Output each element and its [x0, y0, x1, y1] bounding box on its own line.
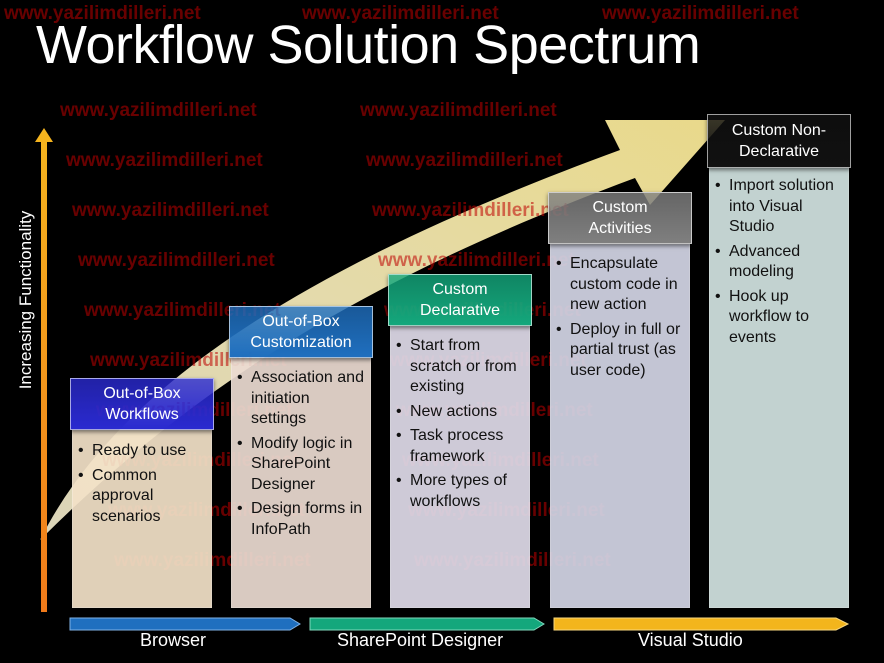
vertical-axis-arrow — [35, 128, 53, 612]
column-body — [709, 166, 849, 608]
column-title: Custom Activities — [588, 199, 652, 237]
bullet-list: Ready to use Common approval scenarios — [78, 441, 204, 531]
bullet-item: New actions — [396, 402, 524, 423]
bullet-list: Encapsulate custom code in new action De… — [556, 254, 684, 385]
bullet-item: Common approval scenarios — [78, 466, 204, 528]
bullet-item: Hook up workflow to events — [715, 287, 843, 349]
bullet-item: Design forms in InfoPath — [237, 499, 365, 540]
bullet-item: Task process framework — [396, 426, 524, 467]
column-header: Custom Declarative — [388, 274, 532, 326]
slide-title: Workflow Solution Spectrum — [36, 15, 701, 75]
bullet-list: Association and initiation settings Modi… — [237, 368, 365, 544]
column-title: Out-of-Box Customization — [250, 313, 352, 351]
visual-studio-arrow — [553, 617, 850, 631]
column-custom-non-declarative: Custom Non- Declarative Import solution … — [707, 114, 851, 608]
column-title: Custom Non- Declarative — [731, 122, 827, 160]
column-custom-activities: Custom Activities Encapsulate custom cod… — [548, 192, 692, 608]
column-header: Out-of-Box Customization — [229, 306, 373, 358]
column-header: Custom Non- Declarative — [707, 114, 851, 168]
bullet-list: Start from scratch or from existing New … — [396, 336, 524, 516]
tool-pipeline — [69, 617, 850, 631]
bullet-item: Deploy in full or partial trust (as user… — [556, 320, 684, 382]
tool-label-visual-studio: Visual Studio — [638, 630, 743, 650]
column-header: Custom Activities — [548, 192, 692, 244]
column-out-of-box-workflows: Out-of-Box Workflows Ready to use Common… — [70, 378, 214, 608]
bullet-item: Encapsulate custom code in new action — [556, 254, 684, 316]
tool-label-browser: Browser — [140, 630, 207, 650]
bullet-item: Start from scratch or from existing — [396, 336, 524, 398]
bullet-item: Ready to use — [78, 441, 204, 462]
tool-label-sharepoint-designer: SharePoint Designer — [337, 630, 504, 650]
bullet-item: Association and initiation settings — [237, 368, 365, 430]
bullet-item: Modify logic in SharePoint Designer — [237, 434, 365, 496]
column-custom-declarative: Custom Declarative Start from scratch or… — [388, 274, 532, 608]
browser-arrow — [69, 617, 301, 631]
vertical-axis-label: Increasing Functionality — [16, 210, 35, 390]
bullet-item: Advanced modeling — [715, 242, 843, 283]
column-title: Custom Declarative — [419, 281, 501, 319]
column-header: Out-of-Box Workflows — [70, 378, 214, 430]
column-title: Out-of-Box Workflows — [103, 385, 181, 423]
sharepoint-designer-arrow — [309, 617, 545, 631]
bullet-item: More types of workflows — [396, 471, 524, 512]
bullet-list: Import solution into Visual Studio Advan… — [715, 176, 843, 352]
bullet-item: Import solution into Visual Studio — [715, 176, 843, 238]
column-out-of-box-customization: Out-of-Box Customization Association and… — [229, 306, 373, 608]
